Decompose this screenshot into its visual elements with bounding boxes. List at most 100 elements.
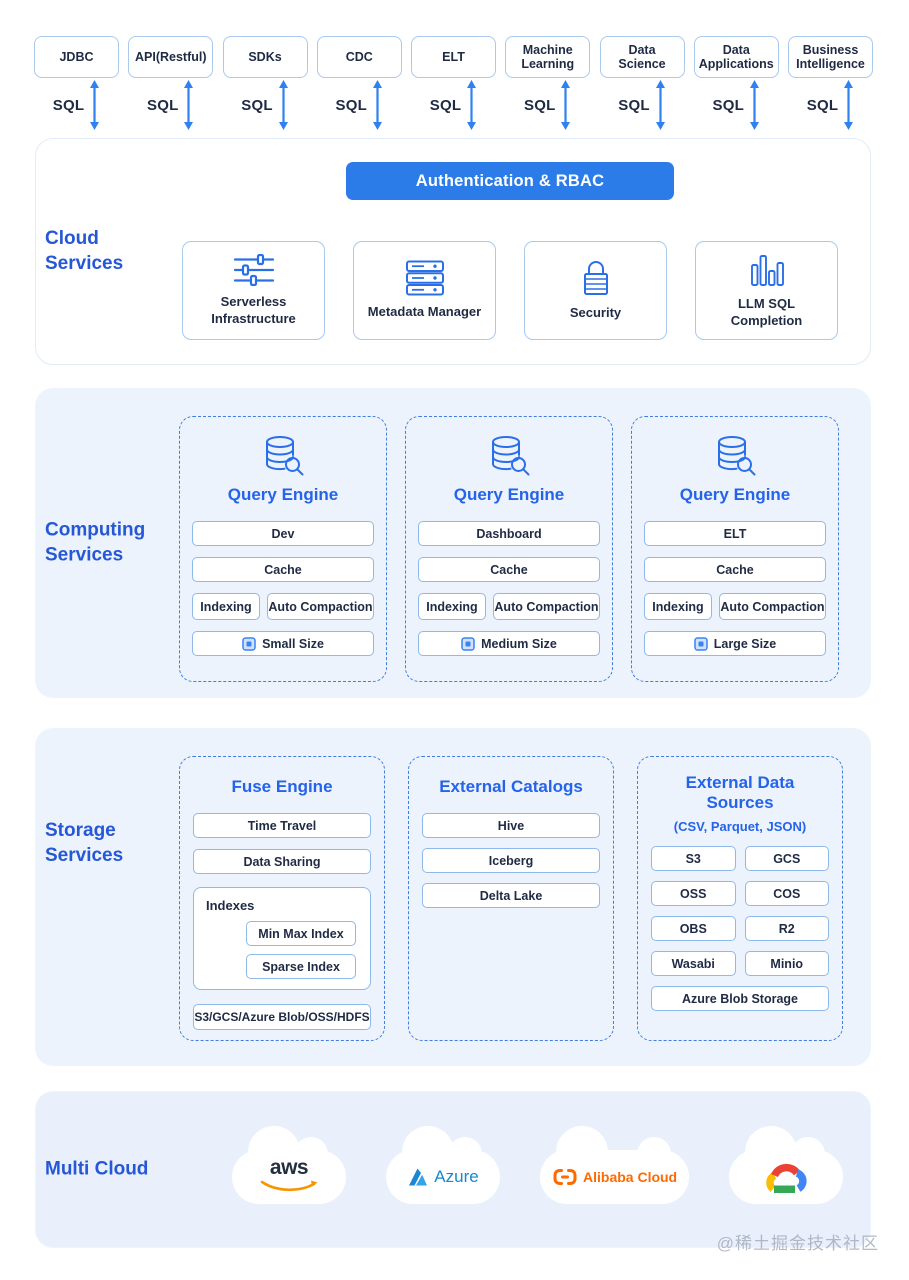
card-label: Metadata Manager	[367, 304, 482, 320]
card-serverless-infrastructure: Serverless Infrastructure	[182, 241, 325, 340]
bidirectional-arrow-icon	[372, 80, 382, 130]
auto-compaction-box: Auto Compaction	[267, 593, 374, 620]
source-box: OSS	[651, 881, 736, 906]
azure-cloud: Azure	[386, 1126, 500, 1204]
storage-services-panel: Storage Services Fuse Engine Time Travel…	[35, 728, 871, 1066]
computing-services-panel: Computing Services Query Engine	[35, 388, 871, 698]
chip-icon	[461, 636, 475, 651]
card-label: Security	[569, 305, 622, 321]
client-api: API(Restful) SQL	[128, 36, 214, 132]
external-data-sources-card: External Data Sources (CSV, Parquet, JSO…	[637, 756, 843, 1041]
sql-connector: SQL	[713, 78, 760, 132]
aws-logo-icon: aws	[260, 1157, 318, 1193]
query-engine-title: Query Engine	[453, 485, 565, 504]
source-box: S3	[651, 846, 736, 871]
bar-chart-icon	[750, 254, 784, 286]
multi-cloud-panel: Multi Cloud aws Azure	[35, 1091, 871, 1248]
database-search-icon	[718, 436, 756, 476]
source-box: Minio	[744, 951, 829, 976]
workload-box: Dashboard	[418, 521, 600, 546]
client-box: CDC	[316, 36, 402, 78]
sliders-icon	[233, 253, 274, 286]
indexes-label: Indexes	[206, 898, 255, 913]
indexing-box: Indexing	[644, 593, 712, 620]
query-engine-card-dashboard: Query Engine Dashboard Cache Indexing Au…	[405, 416, 613, 682]
sql-label: SQL	[429, 96, 462, 114]
bidirectional-arrow-icon	[90, 80, 100, 130]
bidirectional-arrow-icon	[561, 80, 571, 130]
sql-connector: SQL	[53, 78, 100, 132]
client-box: Data Science	[599, 36, 685, 78]
client-box: Data Applications	[693, 36, 779, 78]
sql-connector: SQL	[336, 78, 383, 132]
storage-services-label: Storage Services	[45, 820, 124, 866]
bidirectional-arrow-icon	[467, 80, 477, 130]
source-box: GCS	[744, 846, 829, 871]
aws-cloud: aws	[232, 1126, 346, 1204]
authentication-rbac-bar: Authentication & RBAC	[346, 162, 674, 200]
sql-connector: SQL	[147, 78, 194, 132]
bidirectional-arrow-icon	[184, 80, 194, 130]
chip-icon	[693, 636, 708, 651]
sql-connector: SQL	[807, 78, 854, 132]
query-engine-title: Query Engine	[679, 485, 791, 504]
sql-connector: SQL	[618, 78, 665, 132]
source-box-full: Azure Blob Storage	[651, 986, 829, 1011]
client-box: JDBC	[34, 36, 119, 78]
card-llm-sql-completion: LLM SQL Completion	[695, 241, 838, 340]
card-label: LLM SQL Completion	[730, 295, 803, 328]
sql-label: SQL	[524, 96, 556, 114]
database-search-icon	[492, 436, 530, 476]
bidirectional-arrow-icon	[749, 80, 759, 130]
external-catalogs-card: External Catalogs Hive Iceberg Delta Lak…	[408, 756, 614, 1041]
size-box: Medium Size	[418, 631, 600, 656]
query-engine-card-dev: Query Engine Dev Cache Indexing Auto Com…	[179, 416, 387, 682]
sql-connector: SQL	[430, 78, 477, 132]
catalog-box: Hive	[422, 813, 600, 838]
sql-label: SQL	[335, 96, 367, 114]
google-cloud	[729, 1126, 844, 1204]
bidirectional-arrow-icon	[655, 80, 665, 130]
aws-swoosh-icon	[260, 1180, 318, 1192]
fuse-engine-card: Fuse Engine Time Travel Data Sharing Ind…	[179, 756, 385, 1041]
bidirectional-arrow-icon	[278, 80, 288, 130]
source-box: OBS	[651, 916, 736, 941]
client-business-intelligence: Business Intelligence SQL	[788, 36, 873, 132]
catalog-box: Delta Lake	[422, 883, 600, 908]
azure-logo-icon: Azure	[407, 1167, 479, 1187]
card-metadata-manager: Metadata Manager	[353, 241, 496, 340]
auto-compaction-box: Auto Compaction	[719, 593, 826, 620]
azure-logo-text: Azure	[434, 1167, 479, 1186]
feature-box: Time Travel	[193, 813, 371, 838]
card-label: Serverless Infrastructure	[211, 293, 296, 326]
alibaba-logo-icon: Alibaba Cloud	[552, 1167, 677, 1187]
source-box: R2	[744, 916, 829, 941]
sql-connector: SQL	[524, 78, 571, 132]
query-engine-card-elt: Query Engine ELT Cache Indexing Auto Com…	[631, 416, 839, 682]
cache-box: Cache	[418, 557, 600, 582]
card-security: Security	[524, 241, 667, 340]
client-box: Business Intelligence	[788, 36, 873, 78]
multi-cloud-label: Multi Cloud	[45, 1158, 149, 1180]
size-label: Small Size	[262, 636, 324, 651]
feature-box: Data Sharing	[193, 849, 371, 874]
client-cdc: CDC SQL	[316, 36, 402, 132]
cloud-services-panel: Cloud Services Authentication & RBAC Ser…	[35, 138, 871, 365]
alibaba-cloud: Alibaba Cloud	[540, 1126, 690, 1204]
external-data-sources-subtitle: (CSV, Parquet, JSON)	[673, 819, 807, 834]
indexing-box: Indexing	[418, 593, 486, 620]
server-stack-icon	[405, 260, 444, 296]
client-elt: ELT SQL	[411, 36, 496, 132]
client-sdks: SDKs SQL	[222, 36, 308, 132]
sql-label: SQL	[618, 96, 650, 114]
database-search-icon	[266, 436, 304, 476]
sql-label: SQL	[147, 96, 179, 114]
aws-logo-text: aws	[269, 1156, 309, 1179]
client-machine-learning: Machine Learning SQL	[505, 36, 591, 132]
clients-row: JDBC SQL API(Restful) SQL SDKs SQL CDC S…	[34, 36, 873, 132]
source-box: Wasabi	[651, 951, 736, 976]
cache-box: Cache	[644, 557, 826, 582]
fuse-engine-title: Fuse Engine	[231, 777, 333, 796]
client-box: ELT	[411, 36, 496, 78]
